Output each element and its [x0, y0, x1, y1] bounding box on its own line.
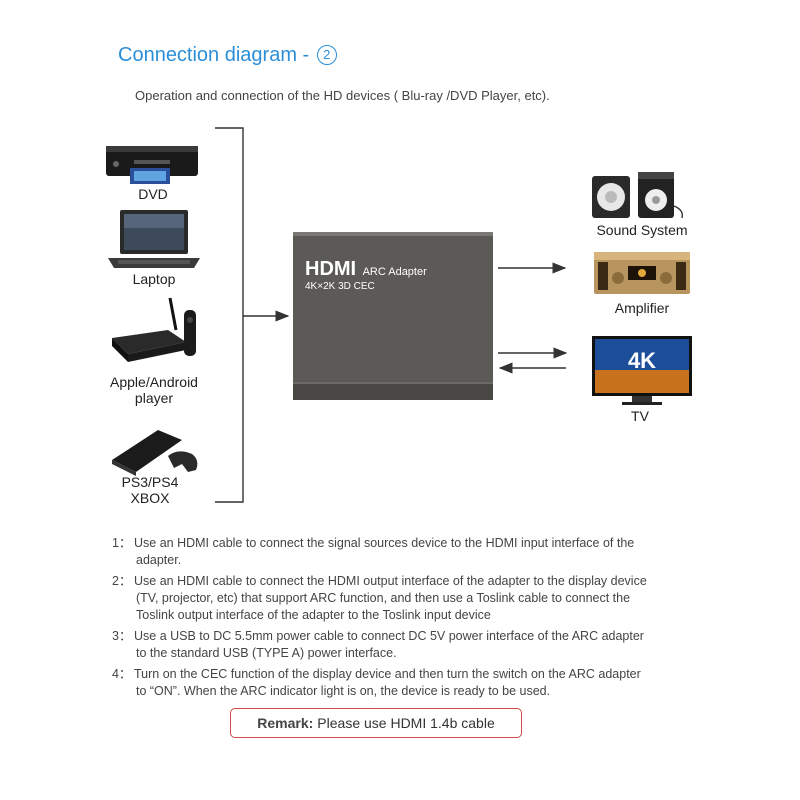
instruction-text-cont: (TV, projector, etc) that support ARC fu…: [136, 591, 631, 605]
adapter-title: HDMI ARC Adapter: [305, 258, 427, 281]
step-number-badge: 2: [316, 45, 337, 65]
output-label-tv: TV: [631, 408, 649, 424]
instruction-1: 1：Use an HDMI cable to connect the signa…: [112, 535, 692, 569]
laptop-icon: [108, 210, 200, 268]
tv-screen-text: 4K: [628, 348, 656, 373]
instruction-text: Use an HDMI cable to connect the HDMI ou…: [134, 574, 647, 588]
instruction-4: 4：Turn on the CEC function of the displa…: [112, 666, 692, 700]
remark-text: Please use HDMI 1.4b cable: [317, 715, 495, 731]
output-label-sound: Sound System: [596, 222, 688, 238]
source-label-player-line1: Apple/Android: [110, 374, 198, 390]
source-label-dvd: DVD: [138, 186, 168, 202]
remark-label: Remark:: [257, 715, 314, 731]
instruction-3: 3：Use a USB to DC 5.5mm power cable to c…: [112, 628, 692, 662]
source-label-laptop: Laptop: [132, 271, 176, 287]
tv-box-icon: [112, 297, 196, 362]
dvd-player-icon: [106, 146, 198, 184]
instruction-number: 3：: [112, 629, 132, 643]
title-text: Connection diagram -: [118, 44, 315, 66]
adapter-name: ARC Adapter: [362, 266, 427, 278]
instruction-number: 1：: [112, 536, 132, 550]
instruction-number: 4：: [112, 667, 132, 681]
source-label-player-line2: player: [134, 390, 174, 406]
adapter-body: [293, 232, 493, 400]
instruction-text: Use an HDMI cable to connect the signal …: [134, 536, 635, 550]
remark-box: Remark: Please use HDMI 1.4b cable: [230, 708, 522, 738]
tv-icon: 4K: [592, 336, 692, 405]
instruction-text: Turn on the CEC function of the display …: [134, 667, 641, 681]
page-subtitle: Operation and connection of the HD devic…: [135, 88, 550, 103]
output-label-amplifier: Amplifier: [614, 300, 670, 316]
instruction-number: 2：: [112, 574, 132, 588]
adapter-brand: HDMI: [305, 258, 357, 280]
source-label-player: Apple/Android player: [100, 374, 208, 406]
amplifier-icon: [594, 252, 690, 294]
hdmi-arc-adapter: HDMI ARC Adapter 4K×2K 3D CEC: [293, 232, 493, 400]
instruction-text-cont: adapter.: [136, 553, 182, 567]
instruction-text-cont: Toslink output interface of the adapter …: [136, 608, 491, 622]
speaker-icon: [592, 172, 684, 219]
source-label-console: PS3/PS4 XBOX: [120, 474, 180, 506]
page-title: Connection diagram - 2: [118, 44, 337, 67]
source-bracket: [215, 127, 244, 503]
instruction-text-cont: to the standard USB (TYPE A) power inter…: [136, 646, 397, 660]
adapter-spec: 4K×2K 3D CEC: [305, 281, 375, 292]
instruction-text-cont: to “ON”. When the ARC indicator light is…: [136, 684, 551, 698]
instruction-2: 2：Use an HDMI cable to connect the HDMI …: [112, 573, 692, 624]
instruction-text: Use a USB to DC 5.5mm power cable to con…: [134, 629, 644, 643]
game-console-icon: [112, 430, 198, 476]
source-label-console-line2: XBOX: [130, 490, 170, 506]
source-label-console-line1: PS3/PS4: [121, 474, 179, 490]
